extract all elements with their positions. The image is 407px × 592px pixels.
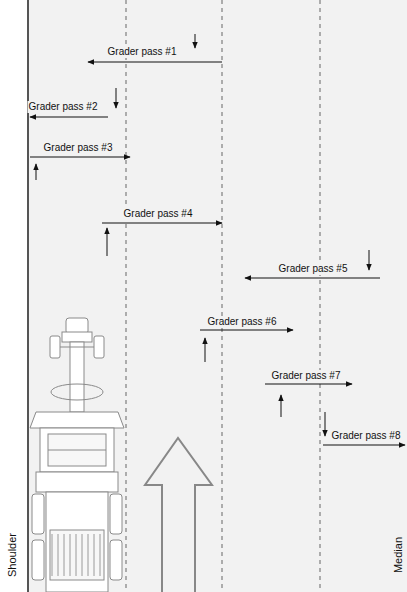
side-label: Median [392, 536, 404, 574]
pass-label: Grader pass #2 [28, 101, 99, 113]
pass-label: Grader pass #6 [207, 316, 278, 328]
pass-label: Grader pass #4 [123, 208, 194, 220]
engine-grille [52, 534, 100, 576]
pass-label: Grader pass #8 [331, 430, 402, 442]
motor-grader [30, 318, 124, 592]
pass-label: Grader pass #7 [271, 370, 342, 382]
pass-label: Grader pass #3 [43, 142, 114, 154]
travel-direction-arrow [145, 438, 212, 592]
shoulder-edge [27, 0, 29, 592]
road-surface [28, 0, 407, 592]
lane-lines [126, 0, 320, 592]
pass-label: Grader pass #5 [278, 263, 349, 275]
pass-label: Grader pass #1 [107, 46, 178, 58]
pass-arrows [30, 34, 405, 445]
side-label: Shoulder [6, 532, 18, 578]
